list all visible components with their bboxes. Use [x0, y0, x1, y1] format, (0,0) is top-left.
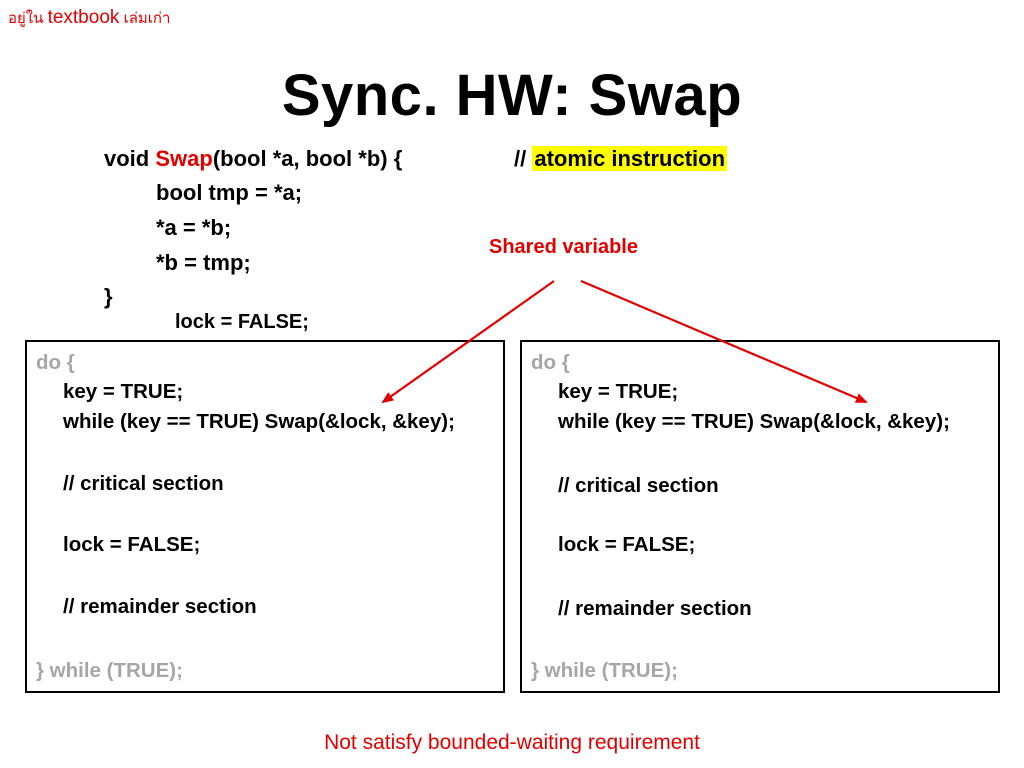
lock-release: lock = FALSE; — [63, 533, 201, 556]
critical-section-comment: // critical section — [63, 472, 224, 495]
swap-line-tmp: bool tmp = *a; — [156, 180, 303, 205]
atomic-comment: // atomic instruction — [514, 146, 728, 172]
page-title: Sync. HW: Swap — [281, 63, 743, 128]
swap-void-keyword: void — [104, 146, 150, 171]
do-open: do { — [36, 351, 75, 374]
arrow-to-left-swap — [381, 280, 555, 404]
while-swap-loop: while (key == TRUE) Swap(&lock, &key); — [558, 410, 950, 433]
lock-release: lock = FALSE; — [558, 533, 696, 556]
critical-section-comment: // critical section — [558, 474, 719, 497]
key-assign: key = TRUE; — [63, 380, 184, 403]
bounded-waiting-note: Not satisfy bounded-waiting requirement — [324, 731, 700, 754]
arrow-to-right-swap — [580, 279, 868, 404]
comment-slashes: // — [514, 146, 527, 171]
do-open: do { — [531, 351, 570, 374]
swap-line-assign-a: *a = *b; — [156, 215, 232, 240]
shared-variable-label: Shared variable — [489, 236, 638, 258]
process-box-left: do { key = TRUE; while (key == TRUE) Swa… — [25, 340, 505, 693]
process-box-right: do { key = TRUE; while (key == TRUE) Swa… — [520, 340, 1000, 693]
swap-closing-brace: } — [104, 284, 113, 309]
swap-params: (bool *a, bool *b) { — [212, 146, 403, 171]
lock-init: lock = FALSE; — [175, 311, 309, 333]
remainder-section-comment: // remainder section — [63, 595, 257, 618]
swap-signature: void Swap(bool *a, bool *b) { — [104, 146, 402, 172]
corner-note-suffix: เล่มเก่า — [123, 10, 171, 27]
corner-note-prefix: อยู่ใน — [8, 10, 44, 27]
swap-line-assign-b: *b = tmp; — [156, 250, 251, 275]
swap-function-name: Swap — [155, 146, 213, 171]
corner-note-book: textbook — [47, 7, 120, 28]
while-swap-loop: while (key == TRUE) Swap(&lock, &key); — [63, 410, 455, 433]
while-true-end: } while (TRUE); — [36, 659, 183, 682]
while-true-end: } while (TRUE); — [531, 659, 678, 682]
key-assign: key = TRUE; — [558, 380, 679, 403]
remainder-section-comment: // remainder section — [558, 597, 752, 620]
corner-note: อยู่ใน textbook เล่มเก่า — [8, 6, 170, 30]
atomic-instruction-highlight: atomic instruction — [532, 146, 728, 171]
